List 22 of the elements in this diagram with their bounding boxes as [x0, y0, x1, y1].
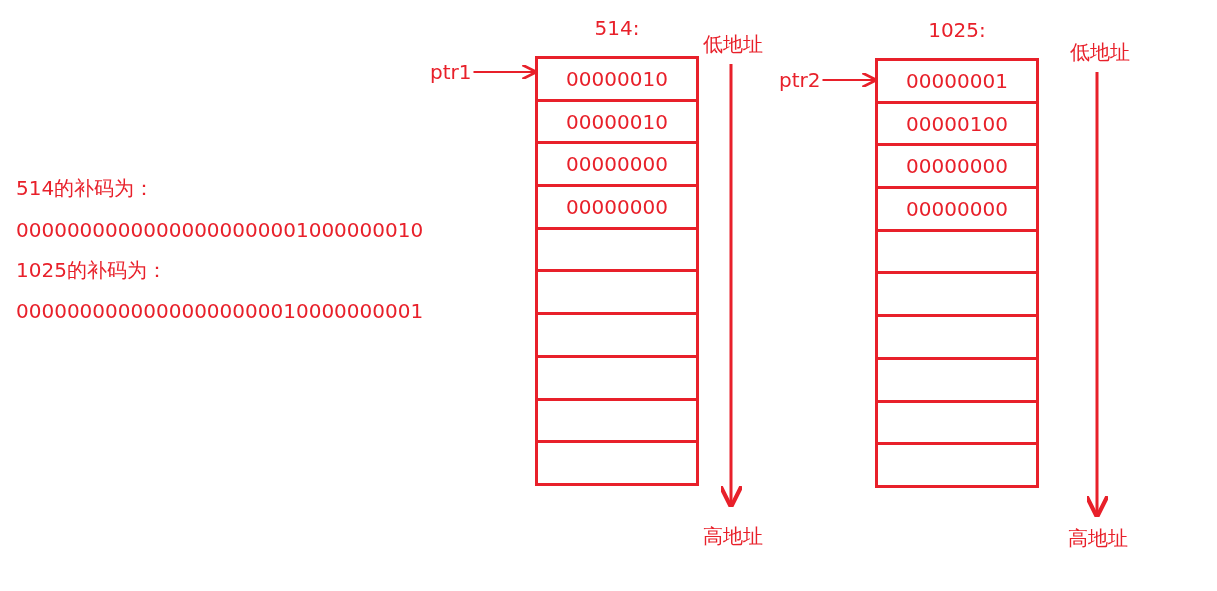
- memory-cell: 00000001: [875, 58, 1039, 104]
- pointer-label: ptr1: [430, 60, 472, 84]
- text-label: 514的补码为：: [16, 176, 155, 200]
- text-label: 00000000000000000000001000000010: [16, 218, 424, 242]
- memory-cell: [875, 314, 1039, 360]
- text-label: 00000000000000000000010000000001: [16, 299, 424, 323]
- memory-cell: [535, 312, 699, 358]
- memory-cell: 00000010: [535, 56, 699, 102]
- pointer-label: ptr2: [779, 68, 821, 92]
- memory-cell: [875, 442, 1039, 488]
- address-label: 高地址: [1068, 526, 1128, 550]
- text-label: 1025的补码为：: [16, 258, 167, 282]
- memory-cell: 00000000: [875, 186, 1039, 232]
- memory-cell: 00000000: [535, 184, 699, 230]
- arrow: [821, 71, 878, 89]
- column-heading: 1025:: [927, 18, 987, 44]
- address-label: 低地址: [703, 32, 763, 56]
- arrow: [472, 63, 538, 81]
- memory-cell: [535, 440, 699, 486]
- column-heading: 514:: [593, 16, 641, 42]
- address-label: 低地址: [1070, 40, 1130, 64]
- address-label: 高地址: [703, 524, 763, 548]
